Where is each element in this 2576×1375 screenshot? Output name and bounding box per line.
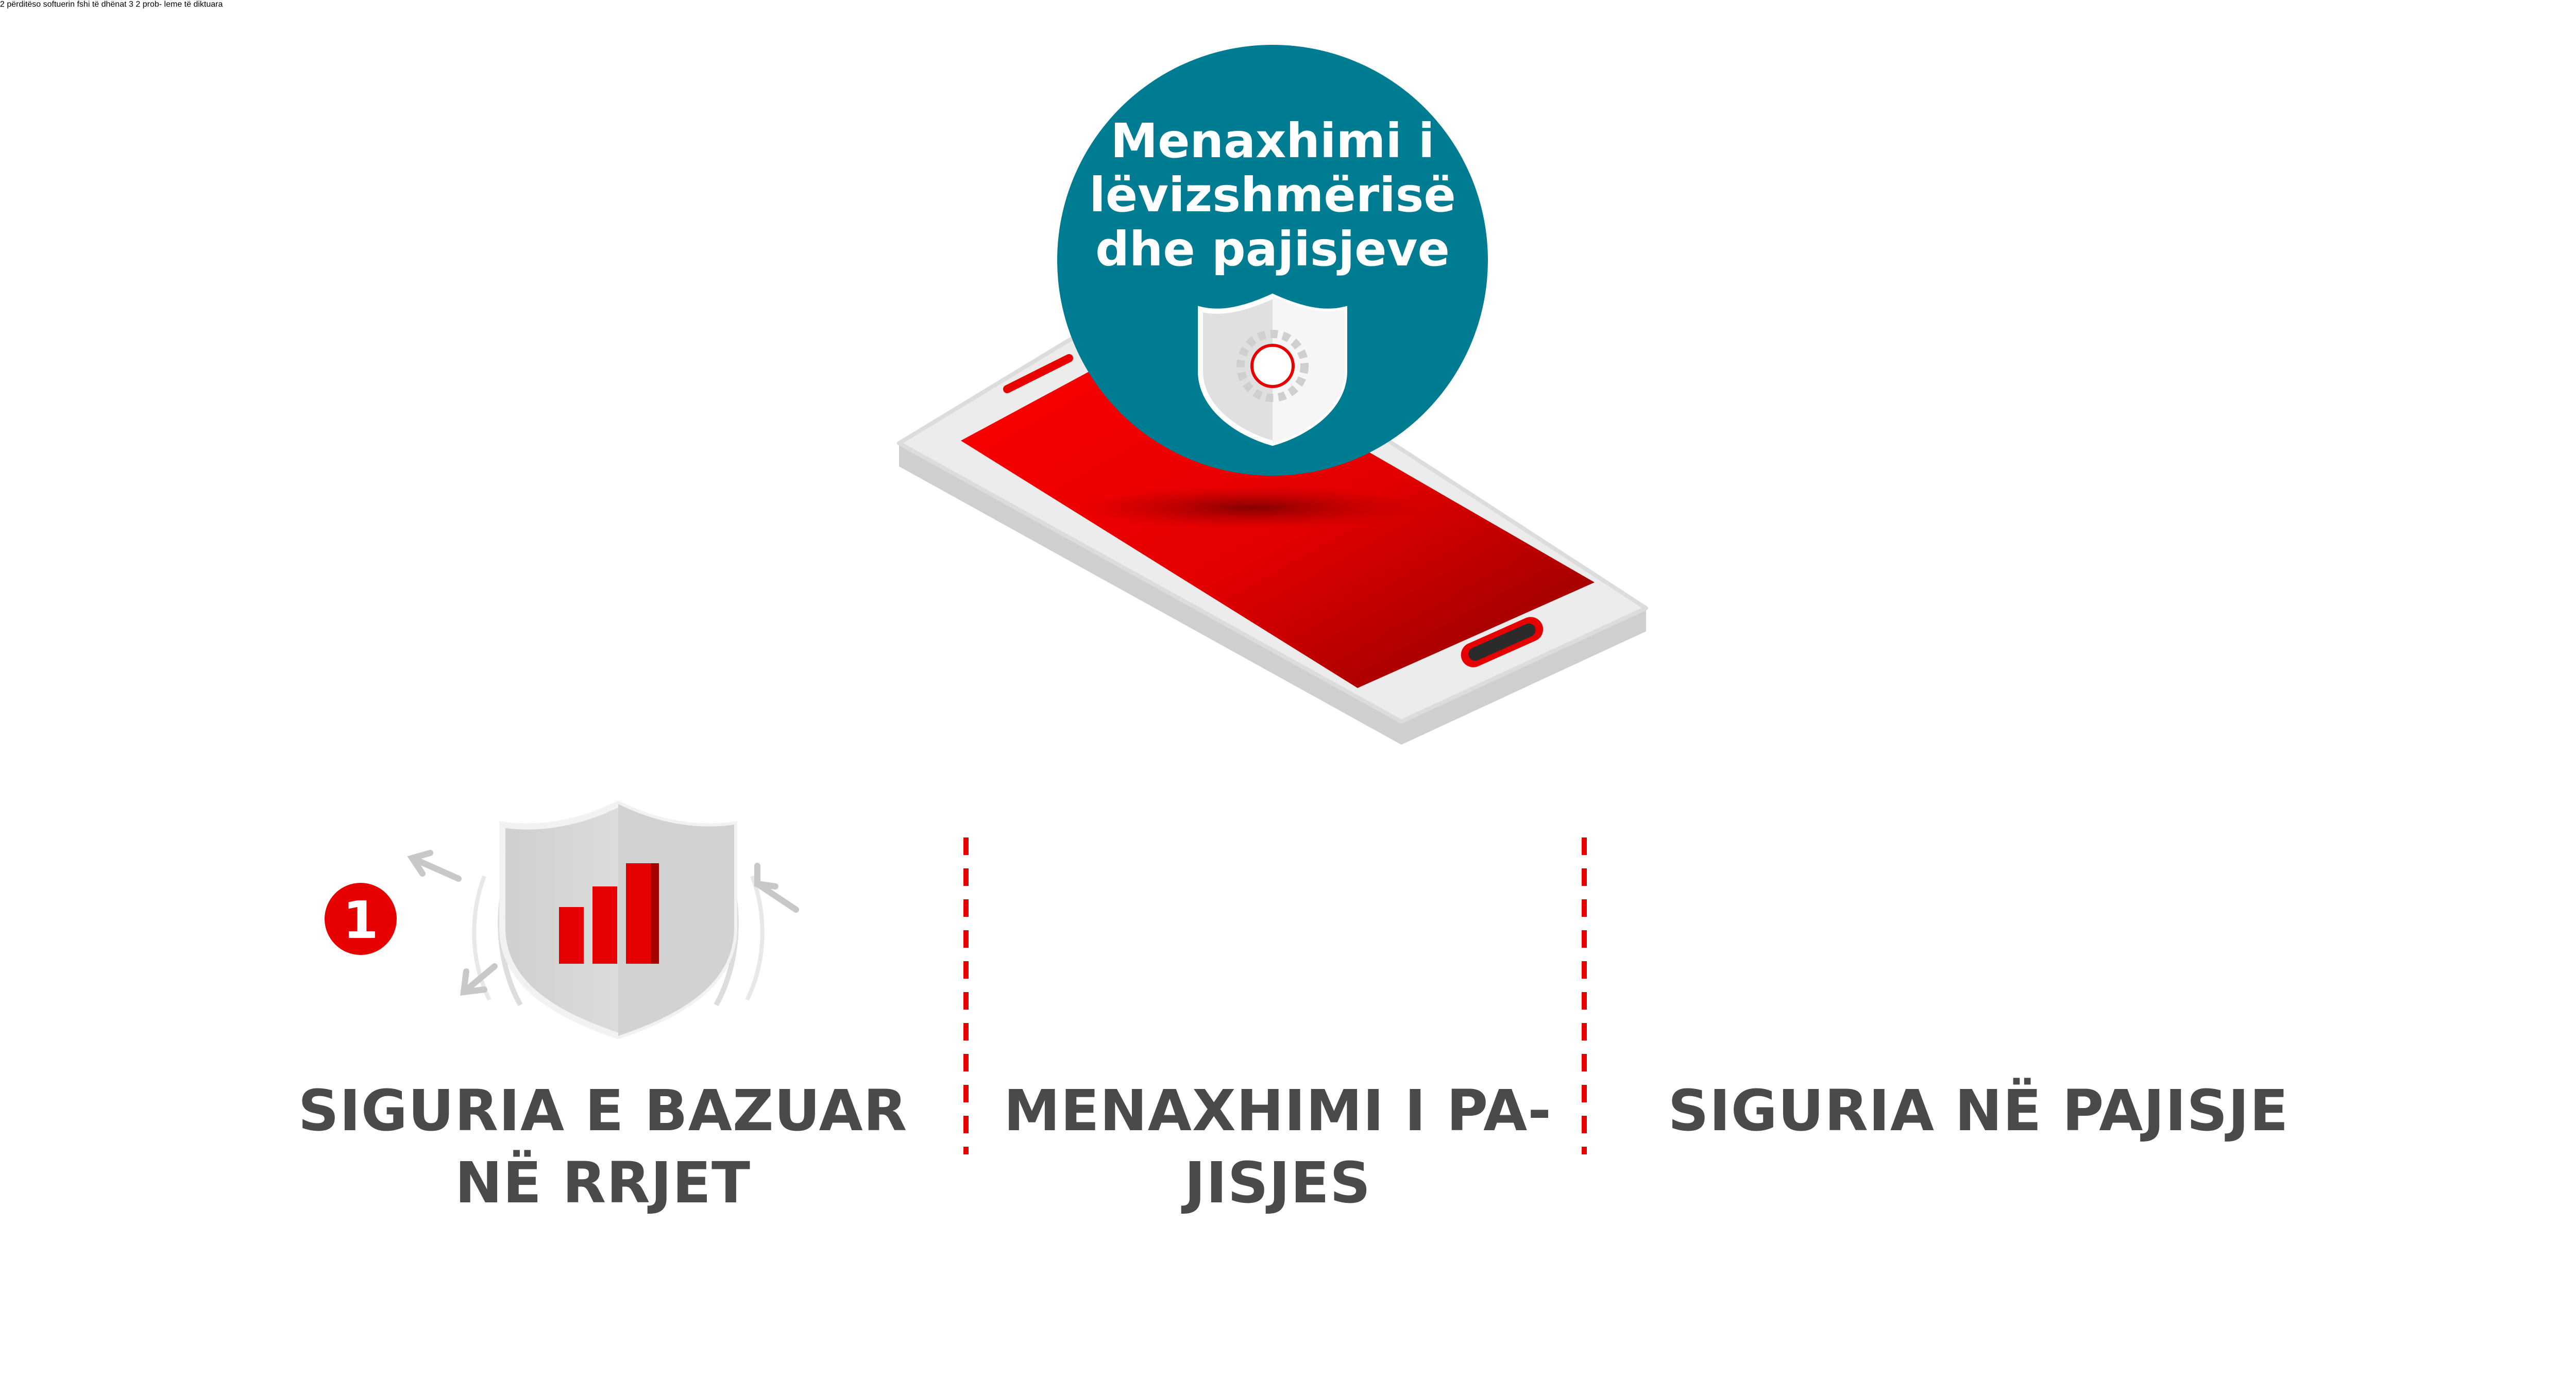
hero-phone-illustration xyxy=(897,287,1648,745)
badge-title-line-1: Menaxhimi i xyxy=(1111,113,1435,169)
badge-title-line-2: lëvizshmërisë xyxy=(1089,167,1456,223)
step-1: 1 xyxy=(325,800,799,1039)
step-1-number-badge: 1 xyxy=(325,883,397,955)
phone-home-button xyxy=(1461,617,1544,667)
step-2-number: 2 xyxy=(0,0,5,9)
step-2-number-badge: 2 xyxy=(0,0,7,9)
step-3-number-badge: 3 xyxy=(129,0,135,9)
hero-badge: Menaxhimi i lëvizshmërisë dhe pajisjeve xyxy=(1057,45,1488,476)
phone-home-button: 2 prob- leme të diktuara xyxy=(135,0,223,9)
update-software-line-2: softuerin xyxy=(43,0,75,9)
issues-text-line-2: leme të xyxy=(164,0,191,9)
shield-gear-icon xyxy=(1198,293,1347,446)
device-security-phone-icon: 2 prob- leme të diktuara xyxy=(135,0,223,9)
monitor-stand: përditëso softuerin fshi të dhënat xyxy=(7,0,129,9)
step-2: 2 përditëso xyxy=(0,0,129,9)
update-software-bubble: përditëso softuerin xyxy=(7,0,77,9)
network-shield-icon xyxy=(407,800,799,1039)
step-1-number: 1 xyxy=(343,890,379,950)
issues-text-line-3: diktuara xyxy=(193,0,223,9)
device-management-icon: përditëso softuerin fshi të dhënat xyxy=(7,0,129,9)
step-1-title: SIGURIA E BAZUAR NË RRJET xyxy=(289,1075,917,1219)
issues-text-line-1: prob- xyxy=(142,0,162,9)
step-1-title-line-2: NË RRJET xyxy=(454,1150,751,1216)
phone-body: 2 prob- leme të diktuara xyxy=(135,0,223,9)
wipe-data-bubble: fshi të dhënat xyxy=(77,0,129,9)
step-1-title-line-1: SIGURIA E BAZUAR xyxy=(298,1078,908,1144)
step-3-number: 3 xyxy=(129,0,133,9)
phone-screen: 2 prob- leme të diktuara xyxy=(135,0,223,9)
step-3-title-line-1: SIGURIA NË PAJISJE xyxy=(1668,1078,2289,1144)
wipe-data-line-1: fshi të xyxy=(77,0,99,9)
step-2-title: MENAXHIMI I PA- JISJES xyxy=(999,1075,1556,1219)
issues-count: 2 xyxy=(135,0,141,9)
wipe-data-line-2: dhënat xyxy=(101,0,127,9)
badge-title-line-3: dhe pajisjeve xyxy=(1095,222,1450,277)
badge-shadow xyxy=(1077,486,1427,529)
step-2-title-line-2: JISJES xyxy=(1184,1150,1371,1216)
badge-circle xyxy=(1057,45,1488,476)
step-2-title-line-1: MENAXHIMI I PA- xyxy=(1004,1078,1552,1144)
monitor-screen: përditëso softuerin fshi të dhënat xyxy=(7,0,129,9)
step-3-title: SIGURIA NË PAJISJE xyxy=(1659,1075,2298,1147)
phone-speaker xyxy=(1003,354,1073,393)
update-software-line-1: përditëso xyxy=(7,0,41,9)
step-3: 3 2 prob- leme të diktuara xyxy=(129,0,223,9)
